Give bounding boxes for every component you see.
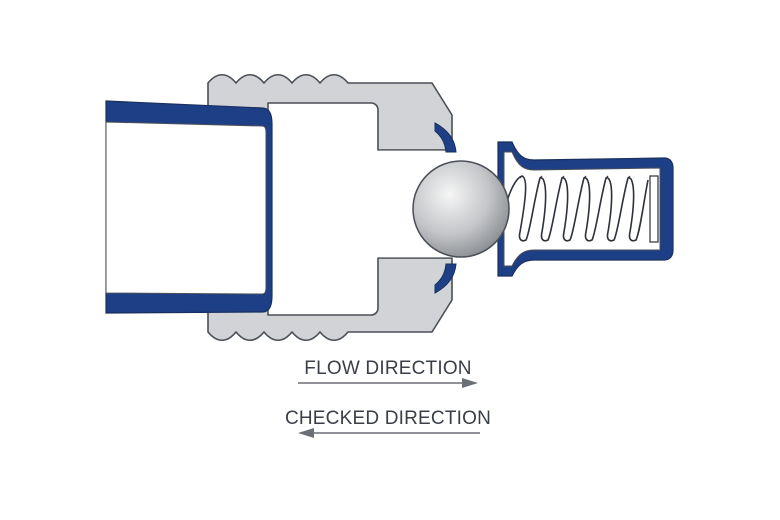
checked-direction-arrow: [298, 428, 480, 438]
seat-ring-top: [434, 122, 457, 153]
inlet-tube-bore: [105, 121, 267, 295]
check-ball-icon: [412, 160, 510, 258]
valve-housing: [207, 73, 453, 342]
spring-stop: [649, 175, 659, 243]
spring-icon: [505, 175, 649, 242]
spring-chamber: [503, 151, 661, 267]
arrow-right-head: [462, 378, 478, 388]
flow-direction-arrow: [298, 378, 478, 388]
seat-ring-bottom: [434, 263, 457, 294]
checked-direction-label: CHECKED DIRECTION: [285, 408, 491, 429]
flow-direction-label: FLOW DIRECTION: [304, 358, 471, 379]
arrow-left-head: [298, 428, 314, 438]
